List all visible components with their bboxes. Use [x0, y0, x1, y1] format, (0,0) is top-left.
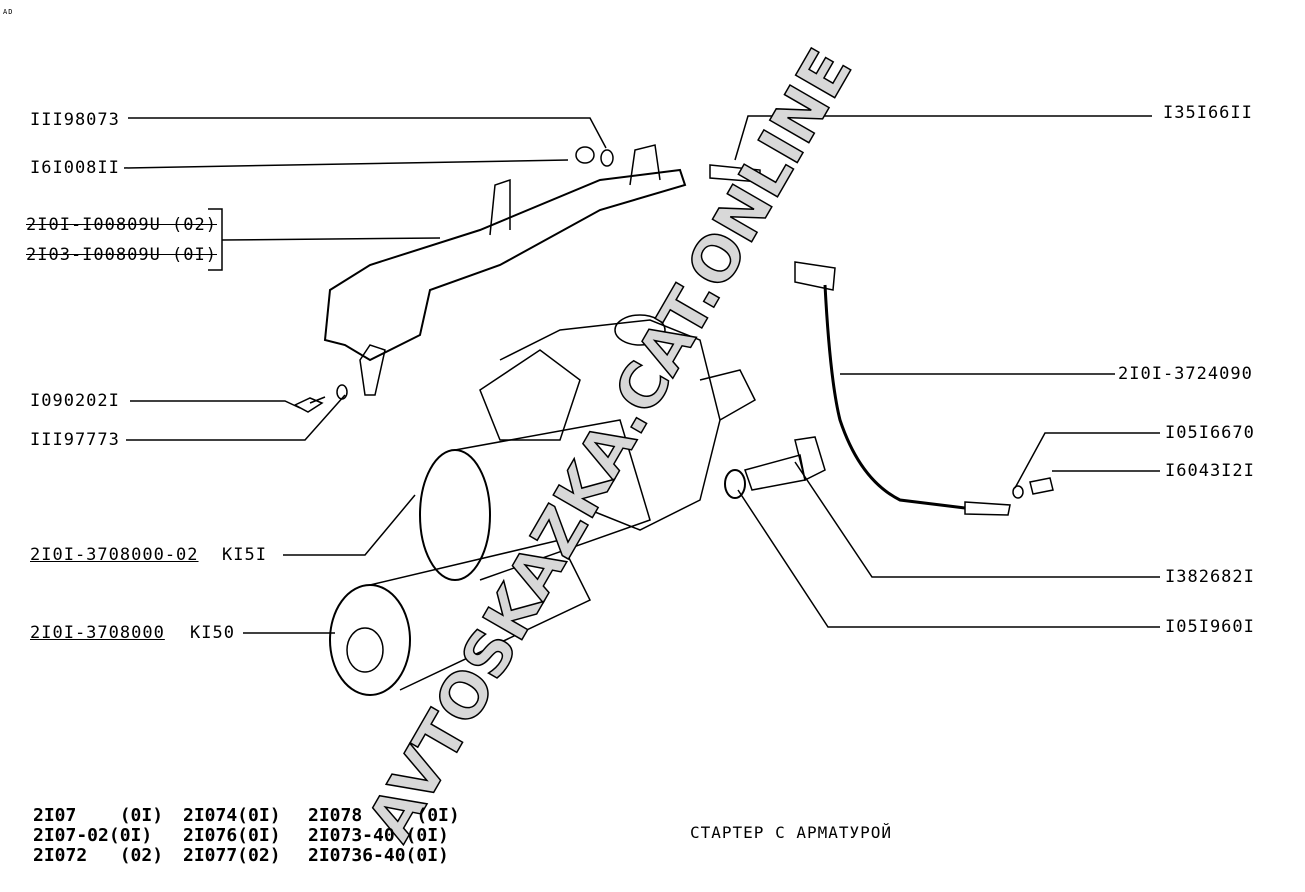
model-cell: 2I077(02) — [183, 845, 281, 866]
model-cell: 2I072 (02) — [33, 845, 164, 866]
solenoid-cap — [614, 314, 666, 346]
lock-washer-shape — [336, 384, 348, 400]
leader-lock-washer — [126, 394, 346, 441]
label-starter-code: KI50 — [190, 623, 235, 643]
starter-body — [369, 539, 592, 691]
bracket-tab — [489, 178, 511, 236]
leader-nut — [128, 117, 607, 149]
leader-starter-02 — [283, 494, 416, 556]
diagram-title: СТАРТЕР С АРМАТУРОЙ — [690, 823, 893, 842]
nut-shape — [575, 146, 595, 164]
cable-lug-top — [794, 261, 836, 291]
leader-washer — [123, 159, 569, 169]
corner-mark: AD — [3, 8, 14, 16]
label-bracket-01: 2I03-I00809U (0I) — [26, 245, 217, 265]
solenoid — [499, 319, 721, 531]
label-bracket-02: 2I0I-I00809U (02) — [26, 215, 217, 235]
washer-shape — [600, 149, 614, 167]
label-starter-02: 2I0I-3708000-02 — [30, 545, 199, 565]
label-washer-large: I05I960I — [1165, 617, 1255, 637]
large-bolt-shape — [744, 454, 806, 491]
leader-stud — [734, 115, 1152, 161]
mount-bracket — [323, 168, 687, 362]
model-cell: 2I0736-40(0I) — [308, 845, 449, 866]
model-cell: 2I078 (0I) — [308, 805, 460, 826]
solenoid-terminal — [479, 349, 581, 441]
bracket-tab — [629, 144, 661, 186]
bracket-foot — [359, 344, 386, 396]
screw-shape — [1029, 477, 1054, 495]
label-starter: 2I0I-3708000 — [30, 623, 165, 643]
drive-housing — [699, 369, 756, 421]
bolt-shape — [293, 396, 326, 413]
model-cell: 2I07 (0I) — [33, 805, 164, 826]
motor-housing — [419, 449, 491, 581]
large-bolt-head — [794, 436, 826, 482]
cable-lug-bottom — [964, 501, 1011, 516]
end-cap — [329, 584, 411, 696]
model-cell: 2I076(0I) — [183, 825, 281, 846]
label-nut: III98073 — [30, 110, 120, 130]
end-cap-hub — [346, 627, 384, 673]
label-cable: 2I0I-3724090 — [1118, 364, 1253, 384]
small-washer-shape — [1012, 485, 1024, 499]
label-bolt-large: I382682I — [1165, 567, 1255, 587]
leader-bolt — [130, 400, 301, 409]
model-cell: 2I073-40 (0I) — [308, 825, 449, 846]
label-washer-small: I05I6670 — [1165, 423, 1255, 443]
large-washer-shape — [724, 469, 746, 499]
leader-bracket — [221, 237, 441, 241]
leader-washer-large — [737, 489, 1160, 628]
cable-shape — [823, 284, 966, 510]
label-starter-02-code: KI5I — [222, 545, 267, 565]
leader-washer-small — [1014, 432, 1160, 489]
label-lock-washer: III97773 — [30, 430, 120, 450]
label-bolt: I090202I — [30, 391, 120, 411]
model-cell: 2I07-02(0I) — [33, 825, 153, 846]
model-cell: 2I074(0I) — [183, 805, 281, 826]
label-washer: I6I008II — [30, 158, 120, 178]
label-stud: I35I66II — [1163, 103, 1253, 123]
label-screw: I6043I2I — [1165, 461, 1255, 481]
stud-shape — [709, 164, 761, 183]
leader-bolt-large — [794, 461, 1160, 578]
